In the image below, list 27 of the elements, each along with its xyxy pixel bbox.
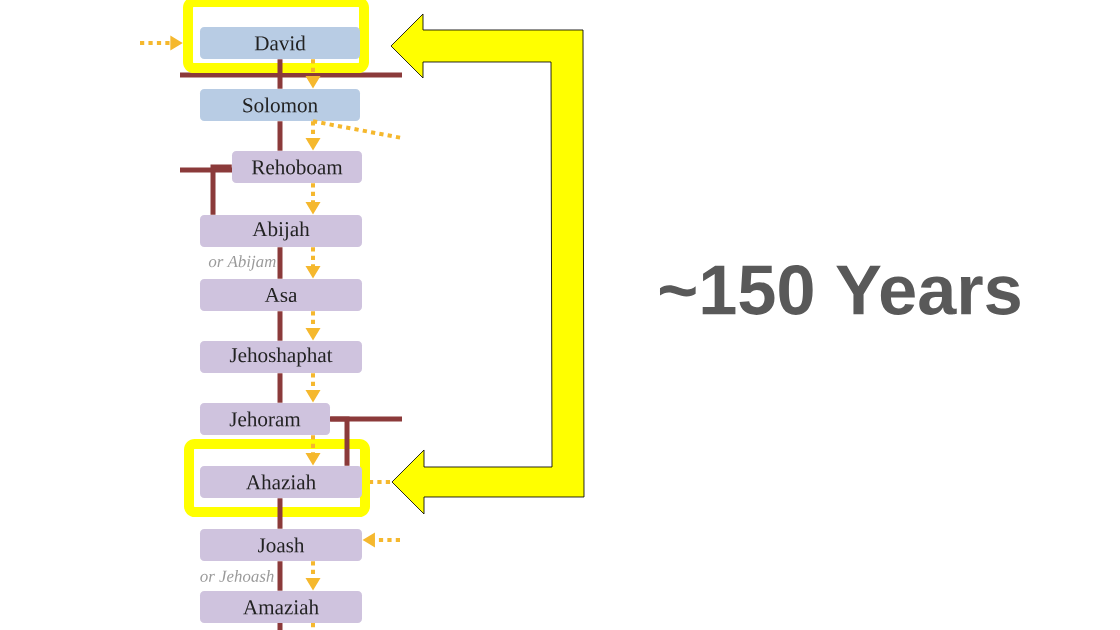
- family-line: [277, 121, 283, 151]
- alias-label: or Abijam: [208, 255, 276, 271]
- name-box: Jehoram: [200, 403, 330, 435]
- name-box: Solomon: [200, 89, 360, 121]
- name-box: Amaziah: [200, 591, 362, 623]
- dashed-line: [312, 119, 403, 140]
- family-line: [277, 373, 283, 403]
- highlight-frame: [183, 0, 369, 73]
- name-box: David: [200, 27, 360, 59]
- name-box: Rehoboam: [232, 151, 362, 183]
- bracket-arrow: [390, 13, 585, 515]
- name-box: Abijah: [200, 215, 362, 247]
- alias-label: or Jehoash: [200, 570, 274, 582]
- name-box: Ahaziah: [200, 466, 362, 498]
- span-label: ~150 Years: [660, 265, 1020, 315]
- name-box: Jehoshaphat: [200, 341, 362, 373]
- highlight-frame: [184, 439, 370, 517]
- family-line: [277, 311, 283, 341]
- family-line: [210, 164, 232, 215]
- family-line: [330, 416, 350, 466]
- family-line: [277, 498, 283, 529]
- family-line: [277, 59, 283, 89]
- dashed-line: [370, 480, 390, 484]
- name-box: Joash: [200, 529, 362, 561]
- family-line: [277, 247, 283, 279]
- family-line: [277, 561, 283, 591]
- name-box: Asa: [200, 279, 362, 311]
